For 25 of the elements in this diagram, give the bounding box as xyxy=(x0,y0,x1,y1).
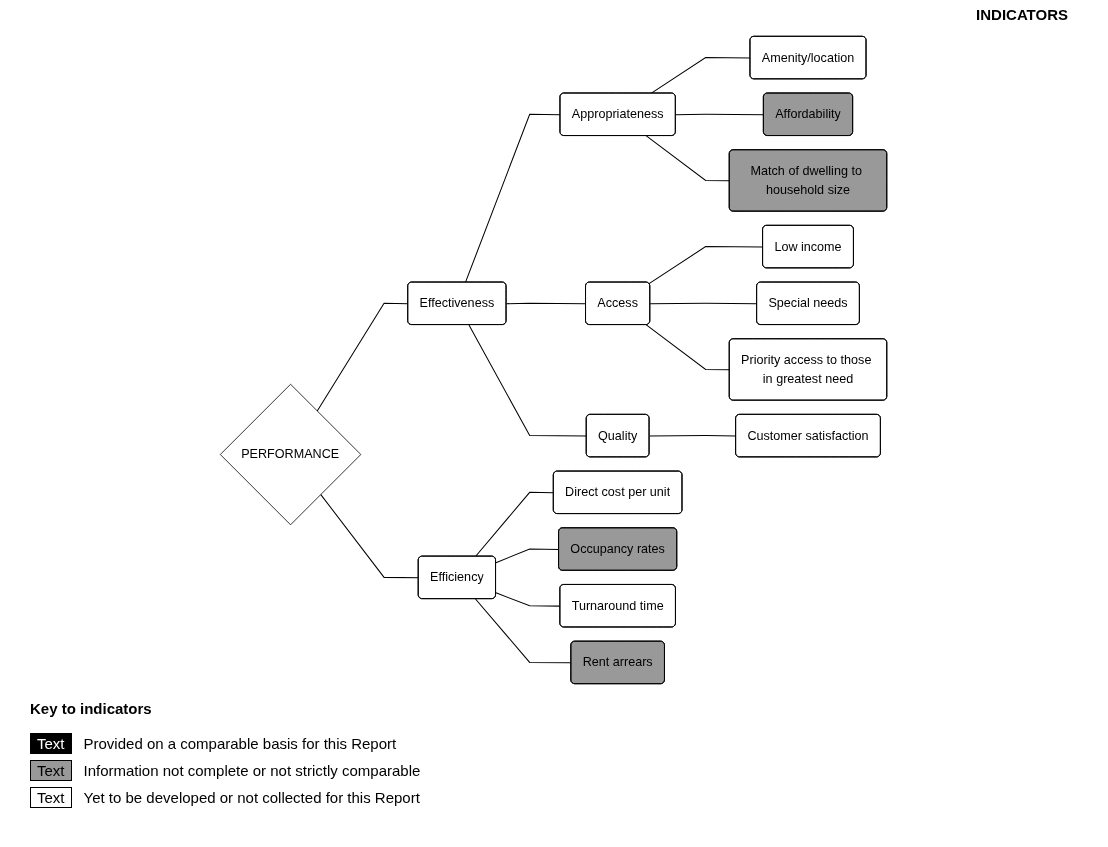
connector xyxy=(465,113,562,283)
connector xyxy=(320,493,420,579)
connector xyxy=(475,598,573,664)
column-heading: INDICATORS xyxy=(976,6,1068,23)
connector xyxy=(646,135,731,182)
connector xyxy=(651,57,752,94)
connector xyxy=(675,113,765,116)
connector xyxy=(649,435,737,437)
legend-text: Provided on a comparable basis for this Report xyxy=(83,735,397,752)
connector xyxy=(650,302,758,305)
connector xyxy=(468,324,588,437)
legend-swatch: Text xyxy=(30,733,72,754)
legend-heading: Key to indicators xyxy=(30,700,152,717)
connector xyxy=(475,491,555,557)
legend-text: Yet to be developed or not collected for this Report xyxy=(83,789,420,806)
node-diamond: PERFORMANCE xyxy=(220,383,362,526)
legend-text: Information not complete or not strictly comparable xyxy=(83,762,421,779)
connector xyxy=(317,302,410,412)
legend-swatch: Text xyxy=(30,760,72,781)
connector xyxy=(495,548,560,564)
connector xyxy=(495,592,562,607)
connector xyxy=(506,302,587,305)
connector xyxy=(646,324,731,371)
connector xyxy=(649,246,764,285)
legend-swatch: Text xyxy=(30,787,72,808)
